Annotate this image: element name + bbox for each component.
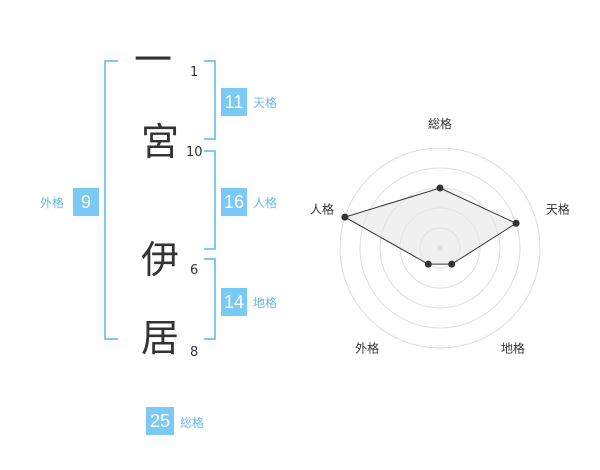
name-char-2: 宮 xyxy=(140,120,179,164)
radar-axis-label: 外格 xyxy=(355,340,379,355)
radar-point-4 xyxy=(424,260,432,268)
name-char-1: 一 xyxy=(133,38,172,82)
chikaku-badge: 14 xyxy=(221,288,247,316)
jinkaku-bracket xyxy=(204,150,216,250)
name-char-4: 居 xyxy=(140,316,179,360)
jinkaku-badge: 16 xyxy=(221,188,247,216)
name-char-3: 伊 xyxy=(140,238,179,282)
radar-axis-label: 人格 xyxy=(310,202,334,217)
gaikaku-bracket xyxy=(104,60,118,340)
radar-ring xyxy=(339,147,541,349)
chikaku-label: 地格 xyxy=(253,296,278,310)
chikaku-bracket xyxy=(204,258,216,340)
soukaku-badge: 25 xyxy=(146,407,174,435)
tenkaku-badge: 11 xyxy=(221,88,247,116)
radar-axis-label: 地格 xyxy=(501,340,525,355)
stroke-count-1: 1 xyxy=(190,65,199,80)
gaikaku-label: 外格 xyxy=(40,196,65,210)
radar-point-1 xyxy=(436,184,444,192)
gaikaku-badge: 9 xyxy=(73,188,99,216)
radar-series-polygon xyxy=(343,187,518,265)
radar-point-2 xyxy=(512,219,520,227)
radar-ring xyxy=(359,167,521,329)
tenkaku-label: 天格 xyxy=(253,96,278,110)
radar-point-5 xyxy=(341,213,349,221)
jinkaku-label: 人格 xyxy=(253,196,278,210)
stroke-count-2: 10 xyxy=(186,145,203,160)
radar-axis-label: 総格 xyxy=(428,116,452,131)
stroke-count-3: 6 xyxy=(190,263,199,278)
tenkaku-bracket xyxy=(204,60,216,140)
radar-point-3 xyxy=(448,260,456,268)
soukaku-label: 総格 xyxy=(180,416,205,430)
radar-axis-label: 天格 xyxy=(546,202,570,217)
stroke-count-4: 8 xyxy=(190,345,199,360)
